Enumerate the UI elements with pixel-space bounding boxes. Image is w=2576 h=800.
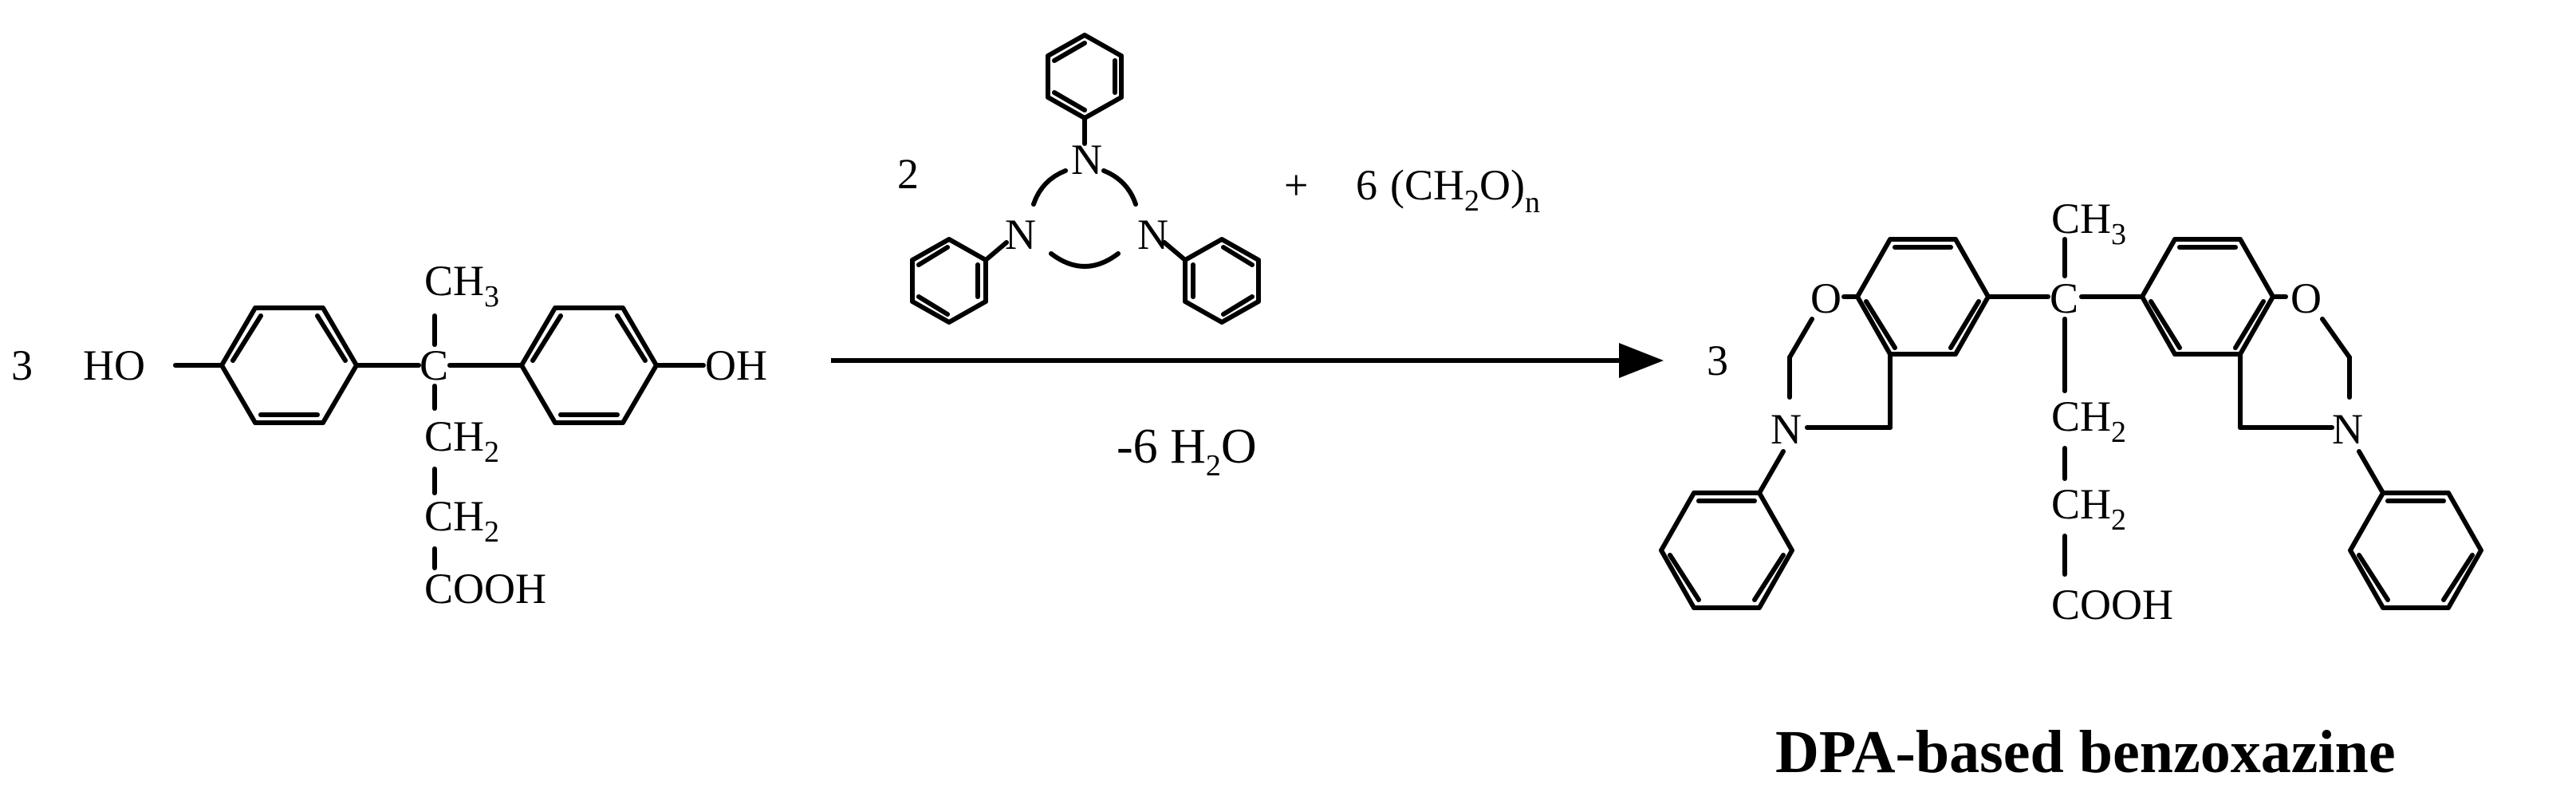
carboxylic-acid-label: COOH bbox=[424, 565, 546, 613]
triazine-coefficient: 2 bbox=[897, 150, 919, 198]
reagents: 2 N N N bbox=[897, 33, 1540, 325]
water-elimination-label: -6 H2O bbox=[1117, 420, 1257, 483]
benzene-ring-right bbox=[519, 305, 659, 425]
benzene-ring-triazine-right bbox=[1183, 237, 1261, 325]
quaternary-carbon-label: C bbox=[419, 341, 448, 389]
product-methylene-2-label: CH2 bbox=[2051, 480, 2126, 537]
benzene-ring-n-phenyl-right bbox=[2348, 491, 2483, 610]
benzene-ring-product-left bbox=[1855, 237, 1991, 357]
oxazine-oxygen-left: O bbox=[1810, 274, 1841, 322]
methylene-2-label: CH2 bbox=[424, 492, 499, 549]
oxazine-nitrogen-right: N bbox=[2332, 405, 2363, 453]
product-coefficient: 3 bbox=[1707, 337, 1728, 384]
methylene-1-label: CH2 bbox=[424, 412, 499, 469]
triazine-nitrogen-left: N bbox=[1005, 211, 1036, 258]
triazine-nitrogen-top: N bbox=[1071, 136, 1102, 183]
product-methyl-label: CH3 bbox=[2051, 195, 2126, 251]
reactant-diphenolic-acid: 3 HO C CH3 OH CH2 CH2 COOH bbox=[11, 257, 767, 613]
benzene-ring-n-phenyl-left bbox=[1659, 491, 1794, 610]
reaction-arrow bbox=[831, 343, 1664, 378]
hydroxyl-left-label: HO bbox=[83, 341, 145, 389]
benzene-ring-triazine-top bbox=[1046, 33, 1124, 120]
benzene-ring-triazine-left bbox=[910, 237, 988, 325]
oxazine-nitrogen-left: N bbox=[1771, 405, 1802, 453]
triazine-nitrogen-right: N bbox=[1137, 211, 1168, 258]
methyl-label: CH3 bbox=[424, 257, 499, 313]
triphenyl-triazine: N N N bbox=[910, 33, 1261, 325]
benzene-ring-left bbox=[219, 305, 359, 425]
product-methylene-1-label: CH2 bbox=[2051, 392, 2126, 449]
benzene-ring-product-right bbox=[2140, 237, 2275, 357]
reactant-coefficient: 3 bbox=[11, 341, 33, 389]
product-benzoxazine: 3 O N C CH3 CH2 C bbox=[1659, 195, 2483, 629]
product-quaternary-carbon-label: C bbox=[2050, 274, 2078, 322]
formaldehyde-label: 6(CH2O)n bbox=[1356, 161, 1540, 219]
product-name: DPA-based benzoxazine bbox=[1775, 719, 2396, 786]
product-carboxylic-acid-label: COOH bbox=[2051, 581, 2173, 629]
plus-sign: + bbox=[1284, 161, 1308, 209]
oxazine-oxygen-right: O bbox=[2290, 274, 2322, 322]
hydroxyl-right-label: OH bbox=[705, 341, 767, 389]
